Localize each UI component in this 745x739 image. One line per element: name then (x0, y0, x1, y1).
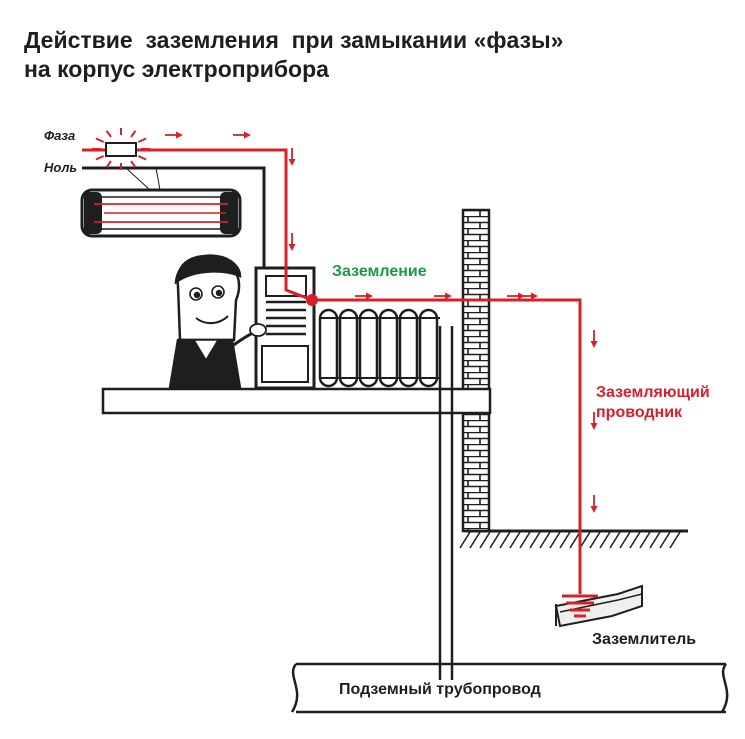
floor-slab (101, 387, 492, 415)
ground-electrode-icon (554, 584, 643, 628)
spark-icon (92, 128, 150, 170)
conductor-label-line-1: Заземляющий (596, 384, 710, 401)
arrow-icon (285, 289, 299, 297)
arrow-icon (590, 330, 598, 348)
radiator-section (398, 308, 419, 388)
arrow-icon (288, 148, 296, 166)
grounding-conductor (312, 298, 582, 594)
electrode-label: Заземлитель (592, 631, 696, 648)
arrow-icon (590, 495, 598, 513)
person-icon (168, 254, 267, 390)
title-line-1: Действие заземления при замыкании «фазы» (24, 27, 564, 53)
pipeline-label: Подземный трубопровод (339, 681, 541, 698)
arrow-icon (233, 131, 251, 139)
arrow-icon (434, 292, 452, 300)
ground-surface (459, 529, 688, 549)
title-line-2: на корпус электроприбора (24, 56, 329, 82)
radiator-section (338, 308, 359, 388)
conductor-label-line-2: проводник (596, 404, 683, 421)
lamp-icon (80, 167, 242, 238)
arrow-icon (355, 292, 373, 300)
arrow-icon (590, 412, 598, 430)
phase-wire (82, 148, 313, 302)
arrow-icon (520, 292, 538, 300)
radiator-section (418, 308, 439, 388)
radiator-pipe (438, 326, 454, 680)
grounding-connection-point (306, 294, 318, 306)
neutral-label: Ноль (44, 160, 77, 175)
radiator-section (358, 308, 379, 388)
current-arrows (165, 131, 598, 513)
radiator-section (378, 308, 399, 388)
radiator-icon (318, 308, 440, 388)
phase-label: Фаза (44, 128, 75, 143)
neutral-wire (82, 166, 266, 270)
arrow-icon (165, 131, 183, 139)
grounding-label: Заземление (332, 263, 427, 280)
diagram-title: Действие заземления при замыкании «фазы»… (24, 26, 563, 84)
arrow-icon (288, 233, 296, 251)
brick-wall-icon (461, 208, 491, 533)
radiator-section (318, 308, 339, 388)
underground-pipeline (290, 662, 729, 714)
